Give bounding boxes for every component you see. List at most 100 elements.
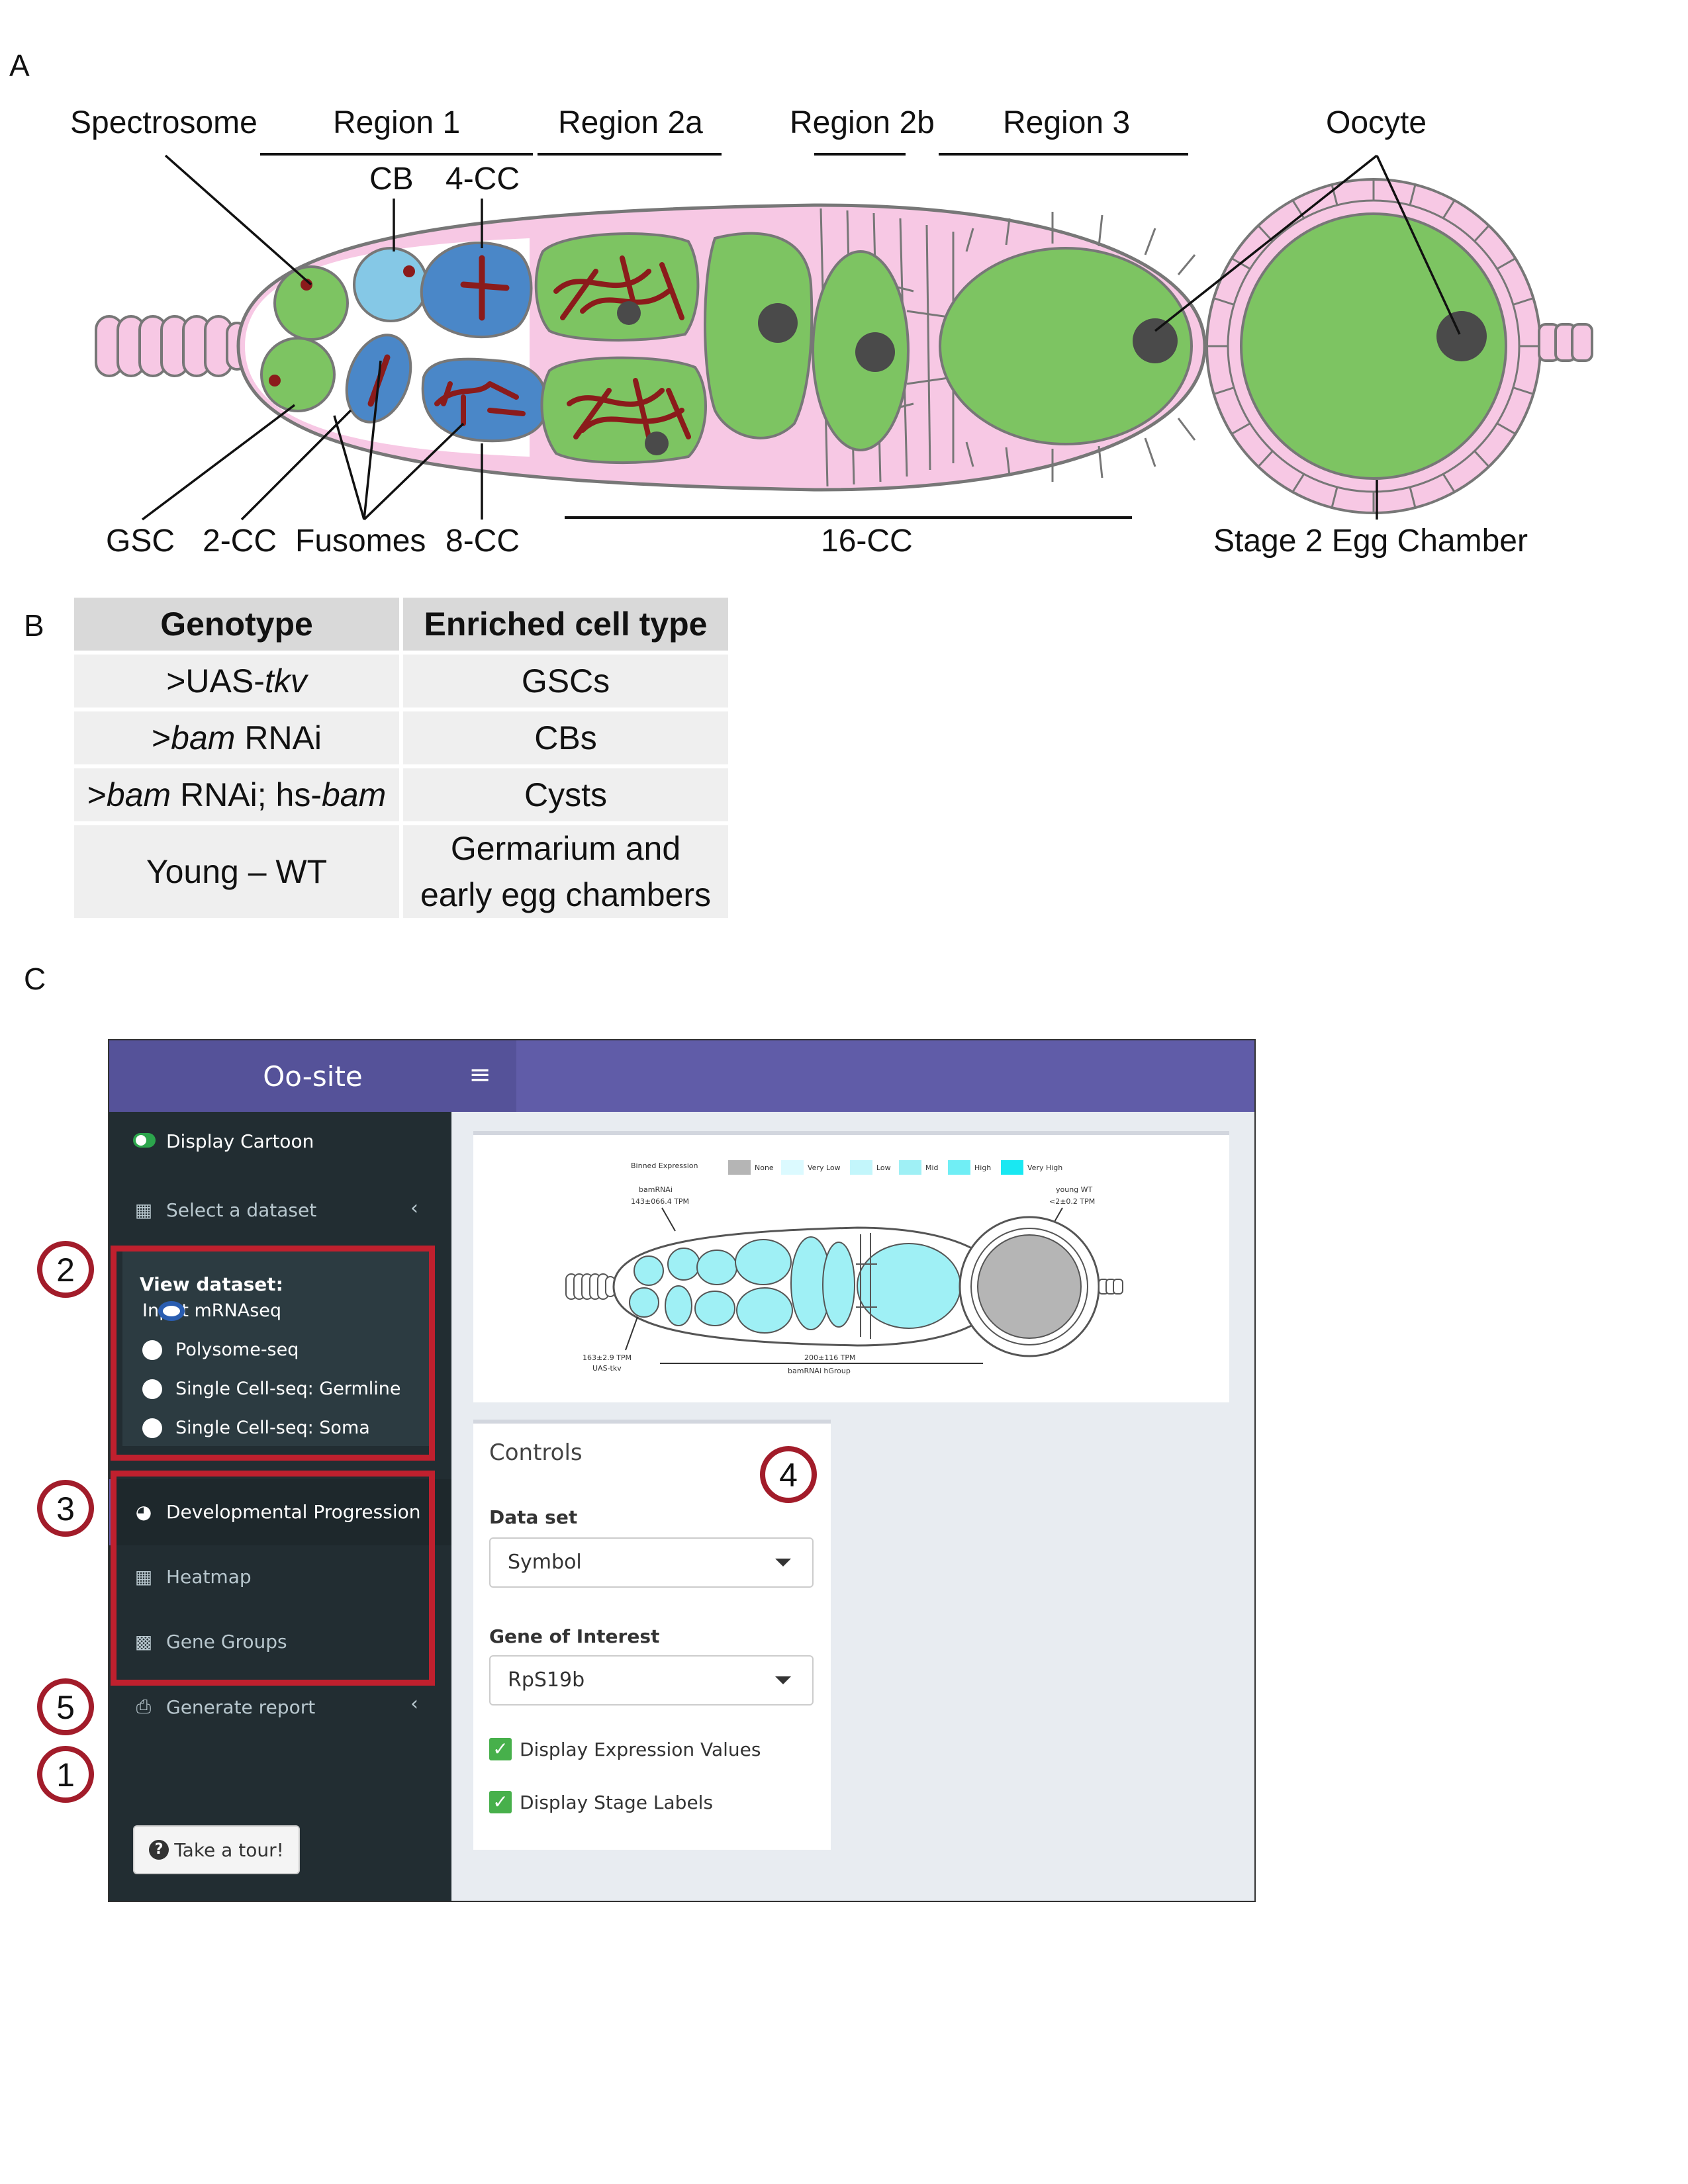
genotype-cell: >UAS-tkv — [74, 655, 399, 707]
legend-title: Binned Expression — [631, 1161, 698, 1170]
panel-label-a: A — [9, 48, 30, 83]
checkmark-icon: ✓ — [489, 1738, 512, 1760]
legend-swatch — [1001, 1160, 1023, 1175]
cc16-lens-cell — [704, 232, 814, 439]
cb-cell — [353, 247, 428, 322]
radio-icon — [142, 1379, 162, 1399]
legend-swatch — [850, 1160, 872, 1175]
dataset-panel: View dataset: Input mRNAseq Polysome-seq… — [122, 1251, 434, 1446]
sidebar: Display Cartoon ▦ Select a dataset ‹ Vie… — [109, 1112, 451, 1901]
legend-label: Very High — [1027, 1163, 1062, 1172]
radio-selected-icon — [158, 1300, 185, 1321]
display-cartoon-label: Display Cartoon — [166, 1130, 314, 1152]
label-gsc: GSC — [106, 523, 175, 559]
label-cb: CB — [369, 161, 414, 197]
radio-polysome-seq[interactable]: Polysome-seq — [142, 1340, 299, 1360]
select-dataset-label: Select a dataset — [166, 1199, 317, 1221]
dataset-select[interactable]: Symbol — [489, 1537, 814, 1588]
bar-chart-icon: ▩ — [134, 1631, 153, 1653]
callout-1: 1 — [37, 1746, 94, 1803]
grid-icon: ▦ — [134, 1566, 153, 1588]
legend-swatch — [728, 1160, 751, 1175]
panel-label-b: B — [24, 608, 44, 643]
radio-icon — [142, 1418, 162, 1438]
label-16cc: 16-CC — [821, 523, 913, 559]
checkbox-expression-values[interactable]: ✓Display Expression Values — [489, 1738, 761, 1760]
menu-generate-report[interactable]: ⎙ Generate report — [133, 1696, 315, 1718]
label-region2a: Region 2a — [558, 105, 703, 140]
genotype-cell: Young – WT — [74, 825, 399, 918]
caret-down-icon — [775, 1676, 791, 1684]
table-row: >UAS-tkv GSCs — [74, 655, 728, 707]
radio-icon — [142, 1340, 162, 1360]
highlight-box-dataset — [111, 1246, 435, 1461]
callout-5: 5 — [37, 1678, 94, 1735]
table-header-genotype: Genotype — [74, 598, 399, 651]
label-oocyte: Oocyte — [1326, 105, 1427, 140]
radio-single-cell-germline[interactable]: Single Cell-seq: Germline — [142, 1379, 400, 1399]
controls-title: Controls — [489, 1439, 583, 1466]
celltype-cell: CBs — [403, 711, 728, 764]
display-cartoon-toggle[interactable]: Display Cartoon — [133, 1130, 314, 1152]
gsc-cell-top — [273, 265, 349, 341]
gene-select[interactable]: RpS19b — [489, 1655, 814, 1706]
svg-text:young WT: young WT — [1056, 1185, 1093, 1194]
select-dataset-menu[interactable]: ▦ Select a dataset — [133, 1199, 316, 1221]
toggle-icon — [133, 1130, 156, 1152]
svg-text:bamRNAi: bamRNAi — [639, 1185, 673, 1194]
gsc-cell-bottom — [260, 337, 336, 412]
genotype-cell: >bam RNAi; hs-bam — [74, 768, 399, 821]
checkmark-icon: ✓ — [489, 1791, 512, 1813]
chevron-left-icon[interactable]: ‹ — [410, 1197, 418, 1220]
cc4-cell — [420, 241, 533, 339]
genotype-cell: >bam RNAi — [74, 711, 399, 764]
label-stage2: Stage 2 Egg Chamber — [1213, 523, 1528, 559]
active-menu-bg — [109, 1479, 451, 1545]
take-tour-button[interactable]: ?Take a tour! — [133, 1825, 300, 1874]
germarium-cartoon — [95, 153, 1593, 521]
app-logo[interactable]: Oo-site — [109, 1040, 516, 1112]
dashboard-icon: ◕ — [135, 1501, 152, 1523]
label-region3: Region 3 — [1003, 105, 1131, 140]
svg-text:163±2.9 TPM: 163±2.9 TPM — [583, 1353, 632, 1362]
checkbox-stage-labels[interactable]: ✓Display Stage Labels — [489, 1791, 713, 1813]
menu-developmental-progression[interactable]: ◕ Developmental Progression — [133, 1501, 421, 1523]
table-icon: ▦ — [134, 1199, 153, 1221]
legend-label: None — [755, 1163, 774, 1172]
radio-input-mrnaseq[interactable]: Input mRNAseq — [142, 1300, 282, 1321]
svg-text:<2±0.2 TPM: <2±0.2 TPM — [1049, 1197, 1095, 1206]
radio-single-cell-soma[interactable]: Single Cell-seq: Soma — [142, 1418, 370, 1438]
legend-swatch — [899, 1160, 921, 1175]
menu-gene-groups[interactable]: ▩ Gene Groups — [133, 1631, 287, 1653]
table-row: >bam RNAi; hs-bam Cysts — [74, 768, 728, 821]
menu-heatmap[interactable]: ▦ Heatmap — [133, 1566, 252, 1588]
legend-label: High — [974, 1163, 991, 1172]
legend-swatch — [948, 1160, 970, 1175]
svg-text:bamRNAi hGroup: bamRNAi hGroup — [788, 1367, 851, 1375]
question-icon: ? — [149, 1840, 169, 1860]
stalk-cells — [1538, 323, 1593, 362]
terminal-filament — [95, 315, 248, 377]
legend-label: Very Low — [808, 1163, 841, 1172]
oocyte-nucleus — [1436, 311, 1487, 361]
label-region2b: Region 2b — [790, 105, 935, 140]
app-screenshot: Oo-site ≡ Display Cartoon ▦ Select a dat… — [108, 1039, 1256, 1902]
callout-4: 4 — [760, 1446, 817, 1503]
chevron-left-icon[interactable]: ‹ — [410, 1692, 418, 1715]
legend-label: Low — [876, 1163, 891, 1172]
legend-swatch — [781, 1160, 804, 1175]
panel-label-c: C — [24, 962, 46, 996]
label-8cc: 8-CC — [445, 523, 520, 559]
callout-2: 2 — [37, 1241, 94, 1298]
svg-text:200±116 TPM: 200±116 TPM — [804, 1353, 856, 1362]
label-spectrosome: Spectrosome — [70, 105, 258, 140]
label-2cc: 2-CC — [203, 523, 277, 559]
label-region1: Region 1 — [333, 105, 461, 140]
region3-cyst — [939, 247, 1193, 445]
view-dataset-label: View dataset: — [140, 1273, 283, 1295]
hamburger-icon[interactable]: ≡ — [469, 1060, 491, 1090]
